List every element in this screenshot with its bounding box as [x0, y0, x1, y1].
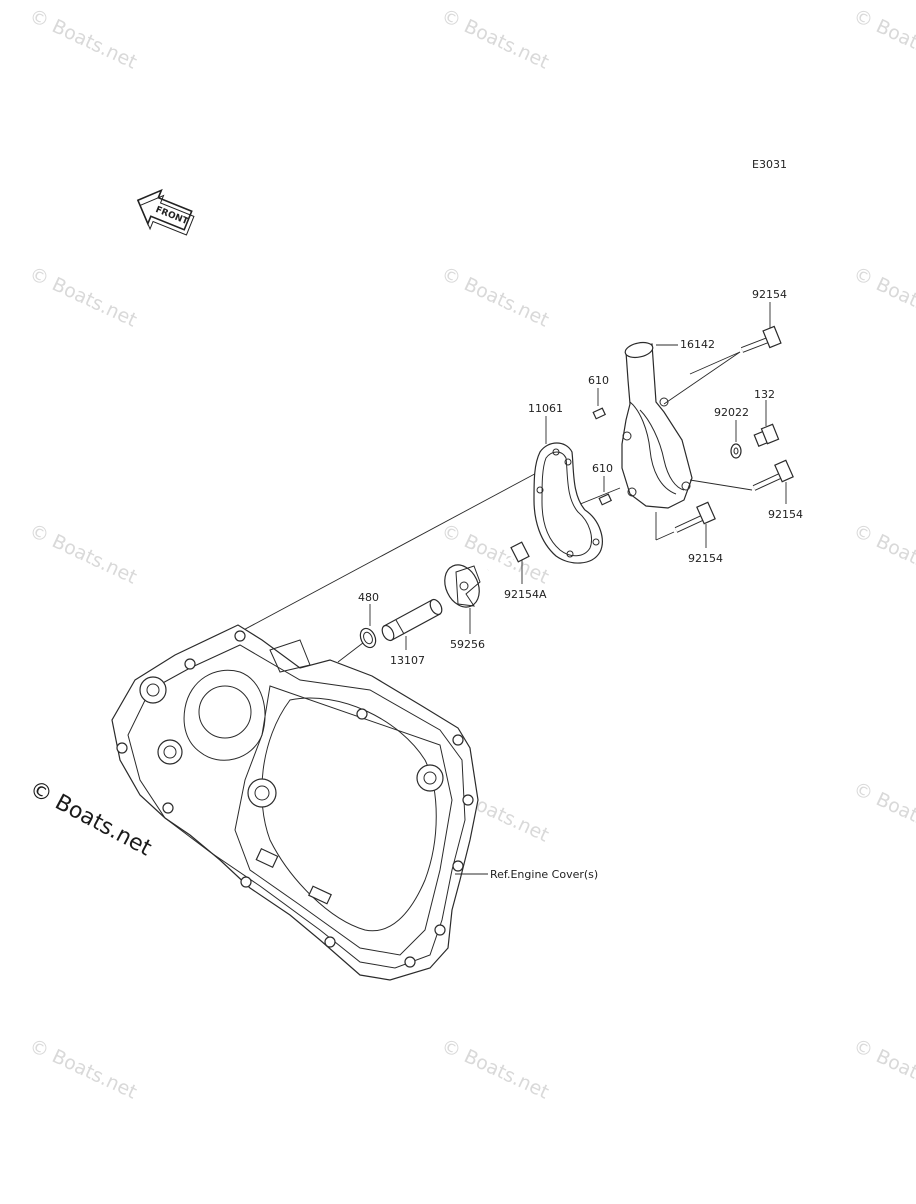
watermark: © Boats.net	[438, 263, 552, 332]
part-92154-bolt-right[interactable]	[752, 459, 794, 491]
alignment-line	[663, 351, 741, 405]
part-number-92154-right: 92154	[768, 508, 803, 521]
watermark: © Boats.net	[850, 263, 916, 332]
part-number-132: 132	[754, 388, 775, 401]
part-16142-water-pump-cover[interactable]	[621, 340, 693, 509]
part-number-13107: 13107	[390, 654, 425, 667]
part-92154A-bolt[interactable]	[487, 541, 530, 572]
part-number-59256: 59256	[450, 638, 485, 651]
watermark: © Boats.net	[850, 5, 916, 74]
alignment-line	[689, 351, 741, 375]
part-number-610-b: 610	[592, 462, 613, 475]
watermark: © Boats.net	[438, 1035, 552, 1104]
watermark: © Boats.net	[26, 1035, 140, 1104]
watermark: © Boats.net	[26, 263, 140, 332]
part-number-480: 480	[358, 591, 379, 604]
watermark: © Boats.net	[438, 5, 552, 74]
part-480-circlip[interactable]	[357, 626, 378, 650]
part-number-610-a: 610	[588, 374, 609, 387]
alignment-line	[655, 531, 675, 541]
part-number-92154-top: 92154	[752, 288, 787, 301]
part-92154-bolt-top[interactable]	[740, 325, 782, 353]
part-610-dowel-pin[interactable]	[598, 493, 613, 506]
part-number-92022: 92022	[714, 406, 749, 419]
part-92022-washer[interactable]	[730, 443, 742, 459]
watermark: © Boats.net	[850, 778, 916, 847]
part-59256-impeller[interactable]	[438, 559, 486, 612]
part-11061-gasket[interactable]	[533, 442, 603, 564]
part-number-16142: 16142	[680, 338, 715, 351]
part-13107-shaft[interactable]	[380, 598, 444, 643]
watermark: © Boats.net	[850, 1035, 916, 1104]
part-number-92154-bottom: 92154	[688, 552, 723, 565]
part-92154-bolt-bottom[interactable]	[674, 501, 716, 533]
watermark: © Boats.net	[26, 520, 140, 589]
part-132-plug[interactable]	[753, 423, 780, 447]
part-number-92154A: 92154A	[504, 588, 547, 601]
watermark: © Boats.net	[850, 520, 916, 589]
reference-label: Ref.Engine Cover(s)	[490, 868, 598, 881]
front-arrow-icon: FRONT	[136, 188, 195, 236]
part-number-11061: 11061	[528, 402, 563, 415]
diagram-code: E3031	[752, 158, 787, 171]
engine-cover	[111, 624, 479, 981]
watermark: © Boats.net	[26, 5, 140, 74]
alignment-line	[689, 479, 753, 491]
part-610-dowel-pin[interactable]	[592, 407, 607, 420]
